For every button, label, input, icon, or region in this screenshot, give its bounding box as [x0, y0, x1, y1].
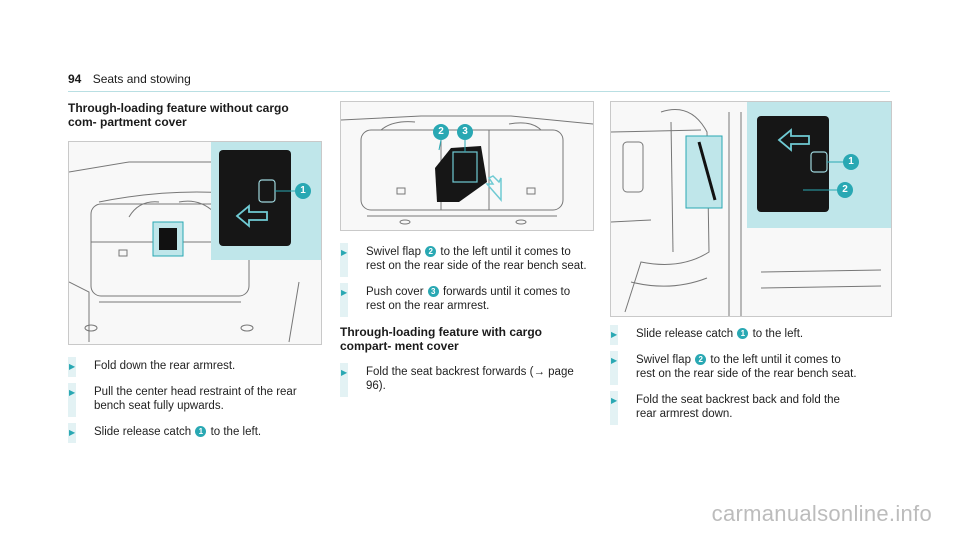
watermark: carmanualsonline.info [711, 501, 932, 526]
step-item: ▶ Fold the seat backrest forwards (→ pag… [340, 363, 592, 397]
column-1: Through-loading feature without cargo co… [68, 101, 322, 451]
step-item: ▶ Swivel flap 2 to the left until it com… [610, 351, 862, 385]
step-item: ▶ Slide release catch 1 to the left. [68, 423, 320, 443]
page-header: 94 Seats and stowing [68, 72, 191, 86]
page-number: 94 [68, 72, 82, 86]
step-item: ▶ Slide release catch 1 to the left. [610, 325, 862, 345]
figure-seat-side: 1 2 [610, 101, 892, 317]
step-item: ▶ Fold down the rear armrest. [68, 357, 320, 377]
callout-1: 1 [848, 156, 854, 167]
step-arrow-icon: ▶ [69, 428, 76, 437]
push-arrow-icon [485, 175, 502, 202]
header-divider [68, 91, 890, 92]
step-arrow-icon: ▶ [69, 388, 76, 397]
left-arrow-icon [777, 128, 810, 152]
step-arrow-icon: ▶ [341, 288, 348, 297]
step-arrow-icon: ▶ [611, 356, 618, 365]
figure-rear-bench-2: 2 3 [340, 101, 594, 231]
callout-2: 2 [438, 126, 444, 137]
step-arrow-icon: ▶ [611, 330, 618, 339]
step-item: ▶ Swivel flap 2 to the left until it com… [340, 243, 592, 277]
step-arrow-icon: ▶ [69, 362, 76, 371]
callout-badge: 1 [737, 328, 749, 339]
step-arrow-icon: ▶ [611, 396, 618, 405]
callout-badge: 3 [427, 286, 439, 297]
step-arrow-icon: ▶ [341, 368, 348, 377]
step-item: ▶ Pull the center head restraint of the … [68, 383, 320, 417]
callout-2: 2 [842, 184, 848, 195]
callout-1: 1 [300, 185, 306, 196]
figure-rear-bench-1: 1 [68, 141, 322, 345]
callout-badge: 2 [425, 246, 437, 257]
callout-3: 3 [462, 126, 468, 137]
callout-badge: 1 [195, 426, 207, 437]
step-item: ▶ Fold the seat backrest back and fold t… [610, 391, 862, 425]
column-3: 1 2 ▶ Slide release catch 1 to the left.… [610, 101, 892, 433]
step-item: ▶ Push cover 3 forwards until it comes t… [340, 283, 592, 317]
column-2: 2 3 ▶ Swivel flap 2 to the left until it… [340, 101, 594, 405]
section-heading-2: Through-loading feature with cargo compa… [340, 325, 542, 353]
left-arrow-icon [235, 204, 268, 228]
callout-badge: 2 [695, 354, 707, 365]
step-arrow-icon: ▶ [341, 248, 348, 257]
section-title: Seats and stowing [92, 72, 191, 86]
section-heading-1: Through-loading feature without cargo co… [68, 101, 289, 129]
